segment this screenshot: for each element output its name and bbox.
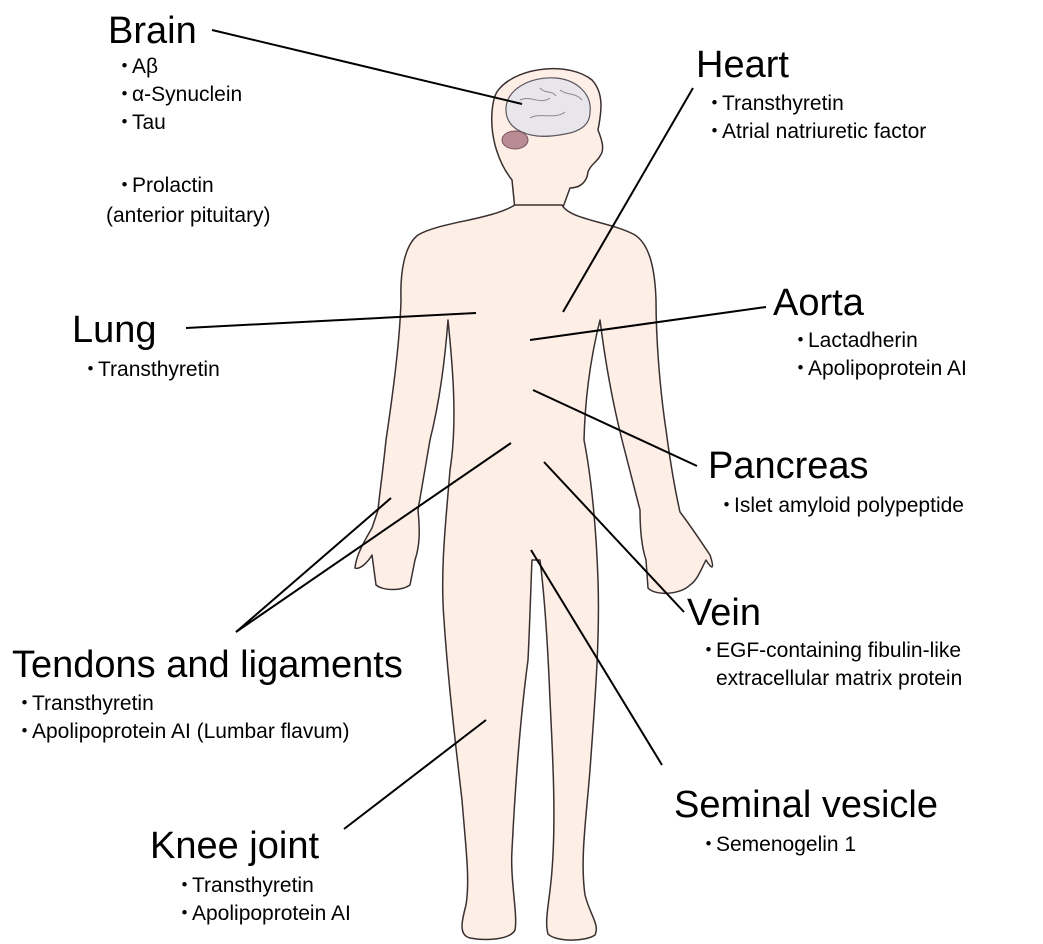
list-item: ・Transthyretin xyxy=(704,90,926,118)
list-item: ・Transthyretin xyxy=(80,356,220,384)
list-item: ・Aβ xyxy=(114,53,242,81)
list-item: ・Islet amyloid polypeptide xyxy=(716,492,964,520)
pancreas-list: ・Islet amyloid polypeptide xyxy=(716,492,964,520)
brain-organ xyxy=(506,78,590,137)
brain-list-extra: ・Prolactin xyxy=(114,172,214,200)
list-item: ・Apolipoprotein AI (Lumbar flavum) xyxy=(14,718,350,746)
list-item: ・Atrial natriuretic factor xyxy=(704,118,926,146)
vein-list: ・EGF-containing fibulin-like extracellul… xyxy=(698,637,962,693)
list-item: ・Semenogelin 1 xyxy=(698,831,856,859)
seminal-vesicle-title: Seminal vesicle xyxy=(674,786,938,824)
leader-brain xyxy=(212,30,522,104)
body-silhouette xyxy=(355,69,713,940)
list-item: ・Lactadherin xyxy=(790,327,967,355)
brain-list: ・Aβ ・α-Synuclein ・Tau xyxy=(114,53,242,137)
list-item: ・Transthyretin xyxy=(174,872,351,900)
aorta-list: ・Lactadherin ・Apolipoprotein AI xyxy=(790,327,967,383)
heart-list: ・Transthyretin ・Atrial natriuretic facto… xyxy=(704,90,926,146)
list-item-continuation: extracellular matrix protein xyxy=(698,665,962,693)
vein-title: Vein xyxy=(687,594,761,632)
tendons-title: Tendons and ligaments xyxy=(12,646,403,684)
knee-joint-list: ・Transthyretin ・Apolipoprotein AI xyxy=(174,872,351,928)
list-item: ・Prolactin xyxy=(114,172,214,200)
list-item: ・Tau xyxy=(114,109,242,137)
list-item: ・Apolipoprotein AI xyxy=(790,355,967,383)
list-item: ・Apolipoprotein AI xyxy=(174,900,351,928)
brain-note: (anterior pituitary) xyxy=(106,202,271,230)
list-item: ・Transthyretin xyxy=(14,690,350,718)
brain-title: Brain xyxy=(108,12,197,50)
list-item: ・α-Synuclein xyxy=(114,81,242,109)
knee-joint-title: Knee joint xyxy=(150,827,319,865)
torso xyxy=(355,205,713,940)
list-item: ・EGF-containing fibulin-like xyxy=(698,637,962,665)
seminal-vesicle-list: ・Semenogelin 1 xyxy=(698,831,856,859)
leader-tendons-1 xyxy=(236,498,391,632)
lung-list: ・Transthyretin xyxy=(80,356,220,384)
tendons-list: ・Transthyretin ・Apolipoprotein AI (Lumba… xyxy=(14,690,350,746)
heart-title: Heart xyxy=(696,46,789,84)
lung-title: Lung xyxy=(72,311,157,349)
pancreas-title: Pancreas xyxy=(708,447,869,485)
aorta-title: Aorta xyxy=(773,284,864,322)
cerebellum xyxy=(502,131,528,149)
